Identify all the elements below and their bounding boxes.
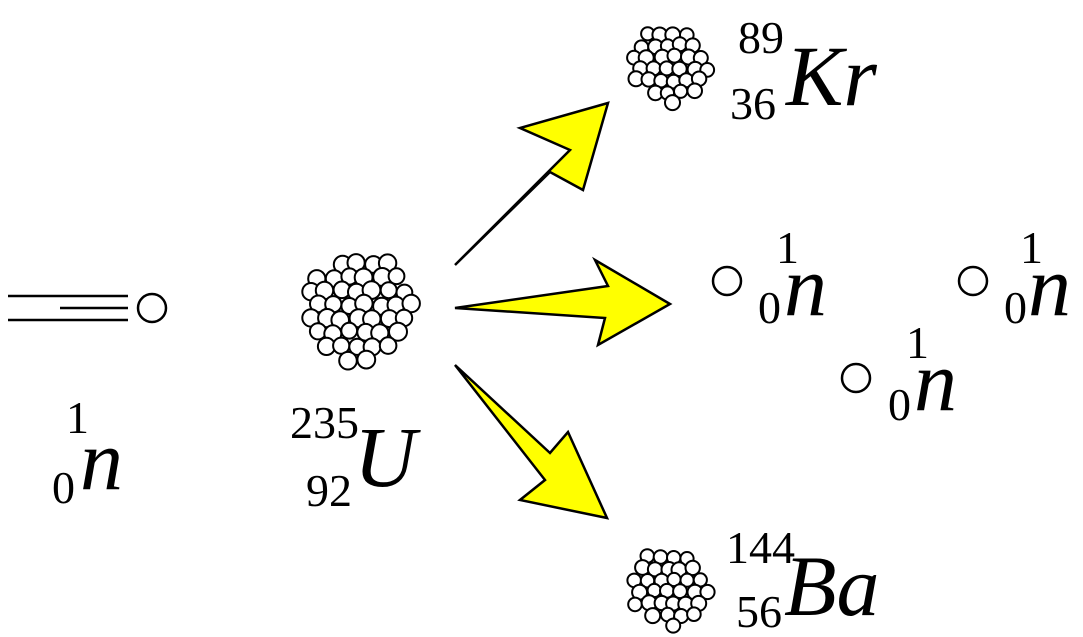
nucleon (628, 598, 642, 612)
atomic-number: 56 (736, 589, 782, 635)
arrow-to-krypton (455, 103, 608, 265)
atomic-number: 36 (730, 81, 776, 127)
emitted-neutron-b-label: 1 0 n (878, 320, 978, 440)
krypton-label: 89 36 Kr (730, 15, 910, 125)
nucleon (666, 619, 680, 633)
element-symbol: n (80, 417, 123, 503)
incoming-neutron-particle (138, 294, 166, 322)
nucleon (380, 337, 397, 354)
nucleon (645, 608, 660, 623)
mass-number: 235 (290, 400, 359, 446)
arrow-to-barium (455, 365, 607, 518)
nucleon (339, 352, 357, 370)
nucleon (687, 607, 701, 621)
element-symbol: Ba (784, 543, 880, 629)
atomic-number: 0 (758, 285, 781, 331)
nucleon (668, 49, 682, 63)
atomic-number: 0 (888, 382, 911, 428)
arrow-to-neutrons (455, 260, 670, 345)
krypton-nucleus (627, 27, 714, 110)
nucleon (341, 323, 357, 339)
emitted-neutron-b-particle (842, 364, 870, 392)
atomic-number: 0 (52, 465, 75, 511)
element-symbol: n (784, 243, 827, 329)
element-symbol: n (1028, 243, 1071, 329)
mass-number: 89 (738, 15, 784, 61)
nucleon (687, 84, 702, 99)
nucleon (665, 95, 680, 110)
atomic-number: 0 (1004, 285, 1027, 331)
barium-label: 144 56 Ba (726, 525, 926, 633)
incoming-neutron-label: 1 0 n (50, 395, 140, 515)
emitted-neutron-c-particle (959, 267, 987, 295)
atomic-number: 92 (306, 468, 352, 514)
barium-nucleus (627, 549, 714, 632)
emitted-neutron-c-label: 1 0 n (994, 225, 1083, 345)
element-symbol: U (354, 414, 416, 500)
element-symbol: n (914, 338, 957, 424)
neutron-motion-lines (8, 296, 128, 320)
uranium-label: 235 92 U (290, 400, 450, 520)
emitted-neutron-a-label: 1 0 n (748, 225, 848, 345)
nucleon (357, 351, 375, 369)
emitted-neutron-a-particle (713, 267, 741, 295)
element-symbol: Kr (786, 33, 877, 119)
uranium-nucleus (302, 254, 420, 369)
